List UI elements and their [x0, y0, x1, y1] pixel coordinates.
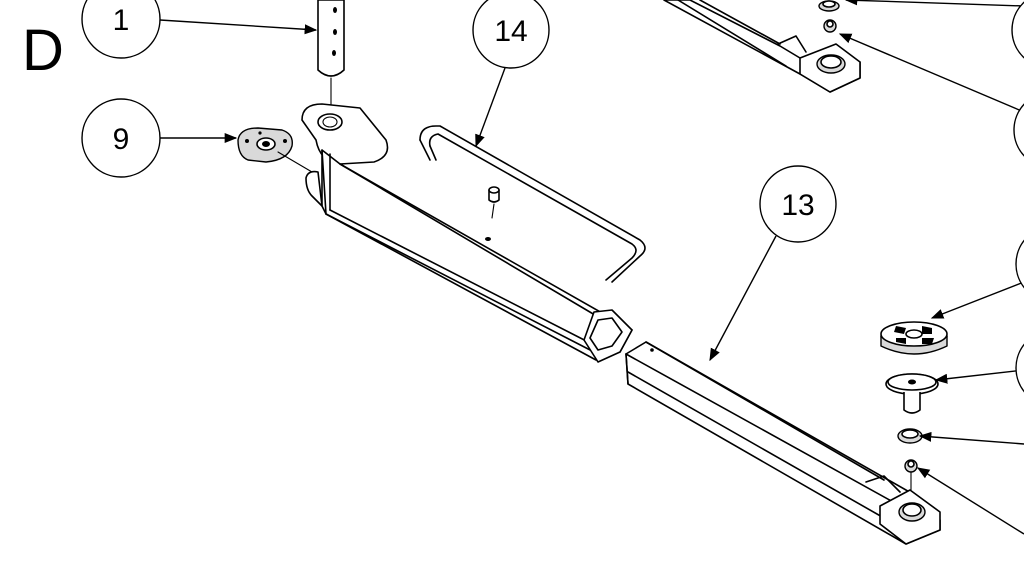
view-label: D: [22, 18, 64, 83]
wheel-stack-lower: [880, 321, 948, 491]
balloon-1: 1: [81, 0, 161, 59]
arm-part-14: [301, 103, 646, 363]
balloon-partial-right: [1011, 1, 1024, 393]
svg-text:1: 1: [113, 4, 130, 37]
tube-part-13: [625, 341, 941, 545]
balloon-14: 14: [472, 0, 550, 69]
balloon-9: 9: [81, 98, 161, 178]
wheel-stack-upper: [663, 0, 861, 93]
balloon-13: 13: [759, 165, 837, 243]
svg-text:14: 14: [494, 15, 527, 48]
pin-part-1: [317, 0, 345, 111]
leader-lines: [159, 0, 1024, 535]
svg-text:13: 13: [781, 189, 814, 222]
plate-part-9: [237, 127, 313, 173]
svg-text:9: 9: [113, 123, 130, 156]
